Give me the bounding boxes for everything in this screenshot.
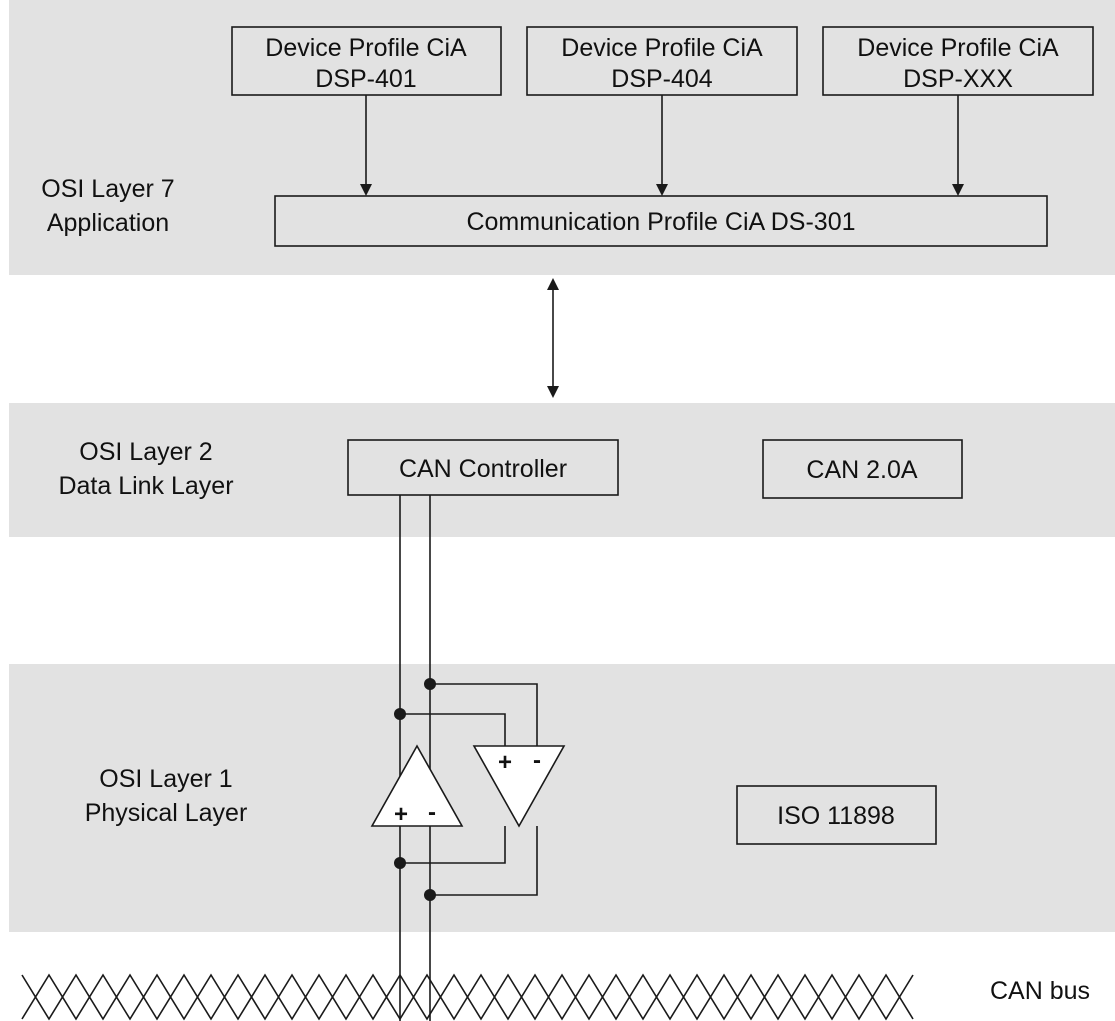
bus-wire — [21, 973, 914, 1021]
receiver-amplifier-icon — [472, 745, 566, 828]
layer-2-label-line1: OSI Layer 2 — [79, 438, 212, 466]
device-profile-404-line2: DSP-404 — [611, 65, 713, 93]
transmitter-amplifier-icon — [370, 744, 464, 827]
device-profile-box-404 — [526, 26, 798, 96]
device-profile-401-line1: Device Profile CiA — [265, 34, 467, 62]
device-profile-401-line2: DSP-401 — [315, 65, 416, 93]
transceiver-wiring — [399, 495, 538, 1021]
device-profile-xxx-line1: Device Profile CiA — [857, 34, 1059, 62]
junction-dot — [424, 678, 436, 690]
device-profile-box-xxx — [822, 26, 1094, 96]
layer-1-label-line1: OSI Layer 1 — [99, 765, 232, 793]
receiver-minus-sign: - — [533, 747, 541, 774]
communication-profile-label: Communication Profile CiA DS-301 — [466, 208, 855, 236]
device-profile-xxx-line2: DSP-XXX — [903, 65, 1013, 93]
iso-standard-box — [736, 785, 937, 845]
profile-arrows — [360, 95, 964, 196]
transmitter-plus-sign: + — [394, 801, 408, 828]
can-controller-box — [347, 439, 619, 496]
iso-standard-label: ISO 11898 — [777, 802, 895, 830]
can-controller-label: CAN Controller — [399, 455, 567, 483]
can-bus-label: CAN bus — [990, 977, 1090, 1005]
receiver-plus-sign: + — [498, 749, 512, 776]
junction-dot — [394, 857, 406, 869]
communication-profile-box — [274, 195, 1048, 247]
layer-7-label-line1: OSI Layer 7 — [41, 175, 174, 203]
layer-2-label-line2: Data Link Layer — [58, 472, 233, 500]
can-bus-twisted-pair-icon — [21, 973, 914, 1021]
junction-dot — [424, 889, 436, 901]
layer-1-band — [9, 664, 1115, 932]
layer-7-label-line2: Application — [47, 209, 169, 237]
layer-link-double-arrow — [547, 278, 559, 398]
layer-1-label-line2: Physical Layer — [85, 799, 248, 827]
device-profile-404-line1: Device Profile CiA — [561, 34, 763, 62]
can-standard-box — [762, 439, 963, 499]
can-standard-label: CAN 2.0A — [806, 456, 917, 484]
junction-dot — [394, 708, 406, 720]
transmitter-minus-sign: - — [428, 799, 436, 826]
